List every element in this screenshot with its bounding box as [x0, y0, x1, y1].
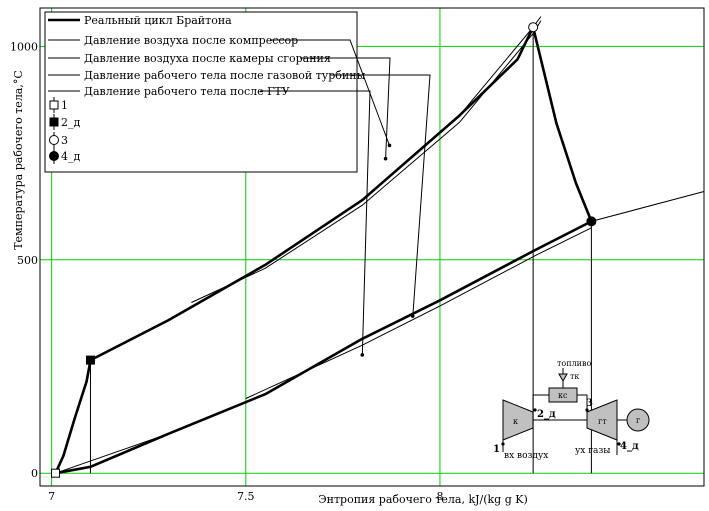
fuel-valve-icon	[558, 373, 568, 383]
compressor-shape	[502, 399, 534, 441]
station-4-label: 4_д	[620, 441, 639, 452]
legend-label: 1	[61, 99, 68, 112]
leader-line-2	[330, 74, 431, 317]
legend-label: Давление воздуха после компрессор	[84, 34, 298, 47]
leader-dot-0	[387, 143, 392, 148]
station-1-dot	[501, 442, 505, 446]
legend-item-2: Давление воздуха после камеры сгорания	[48, 52, 331, 65]
legend-swatch-marker	[49, 135, 59, 145]
leader-dot-3	[360, 353, 365, 357]
legend-label: 2_д	[61, 116, 80, 129]
legend-item-5: 1	[49, 97, 68, 113]
legend-box	[44, 11, 358, 173]
turbine-label: гт	[598, 417, 607, 426]
legend-label: Реальный цикл Брайтона	[84, 14, 232, 27]
legend-item-3: Давление рабочего тела после газовой тур…	[48, 69, 366, 82]
marker-point-3	[528, 22, 539, 33]
station-3-dot	[585, 408, 589, 412]
y-tick-label: 500	[17, 254, 38, 267]
compressor-label: к	[513, 417, 518, 426]
fuel-label: топливо	[557, 359, 591, 368]
x-tick-label: 8	[436, 490, 443, 503]
marker-point-2_д	[85, 355, 95, 365]
legend-item-8: 4_д	[49, 148, 80, 164]
marker-layer	[51, 22, 597, 478]
generator-label: г	[636, 416, 640, 425]
leader-lines	[260, 39, 431, 357]
y-axis-title: Температура рабочего тела,°С	[12, 70, 25, 250]
legend-label: 3	[61, 134, 68, 147]
leader-line-1	[300, 57, 391, 159]
series-line-4	[245, 227, 592, 399]
gtu-schematic: топливо тк кс к гт г вх воздух ух газы 1…	[493, 359, 650, 461]
fuel-valve-label: тк	[570, 372, 579, 381]
series-line-3	[55, 191, 705, 474]
x-axis-title: Энтропия рабочего тела, kJ/(kg g K)	[318, 493, 528, 506]
station-3-label: 3	[586, 398, 593, 409]
legend-swatch-marker	[49, 100, 59, 110]
x-tick-label: 7	[48, 490, 55, 503]
station-2-dot	[533, 408, 537, 412]
leader-line-3	[260, 90, 371, 356]
station-4-dot	[617, 442, 621, 446]
marker-point-1	[51, 468, 61, 478]
legend-label: Давление рабочего тела после ГТУ	[84, 85, 290, 98]
marker-point-4_д	[586, 216, 597, 227]
station-1-label: 1	[493, 444, 500, 455]
exhaust-label: ух газы	[575, 446, 610, 456]
pipe-turbine-in	[577, 394, 588, 410]
pipe-compressor-out	[532, 394, 549, 410]
inlet-label: вх воздух	[504, 451, 548, 461]
plot-frame	[39, 7, 705, 487]
legend-label: Давление воздуха после камеры сгорания	[84, 52, 331, 65]
leader-line-0	[270, 39, 390, 146]
legend-item-4: Давление рабочего тела после ГТУ	[48, 85, 290, 98]
y-tick-label: 1000	[10, 40, 38, 53]
legend-item-7: 3	[49, 132, 68, 148]
legend-swatch-marker	[49, 151, 59, 161]
legend-label: 4_д	[61, 150, 80, 163]
legend-label: Давление рабочего тела после газовой тур…	[84, 69, 366, 82]
legend-swatch-marker	[49, 117, 59, 127]
legend-item-1: Давление воздуха после компрессор	[48, 34, 298, 47]
legend-item-0: Реальный цикл Брайтона	[48, 14, 232, 27]
combustor-label: кс	[558, 391, 568, 400]
station-2-label: 2_д	[537, 409, 556, 420]
leader-dot-2	[410, 314, 415, 318]
y-tick-label: 0	[31, 467, 38, 480]
legend-item-6: 2_д	[49, 114, 80, 130]
leader-dot-1	[383, 156, 388, 161]
generator-shape	[626, 408, 650, 432]
x-tick-label: 7.5	[237, 490, 255, 503]
